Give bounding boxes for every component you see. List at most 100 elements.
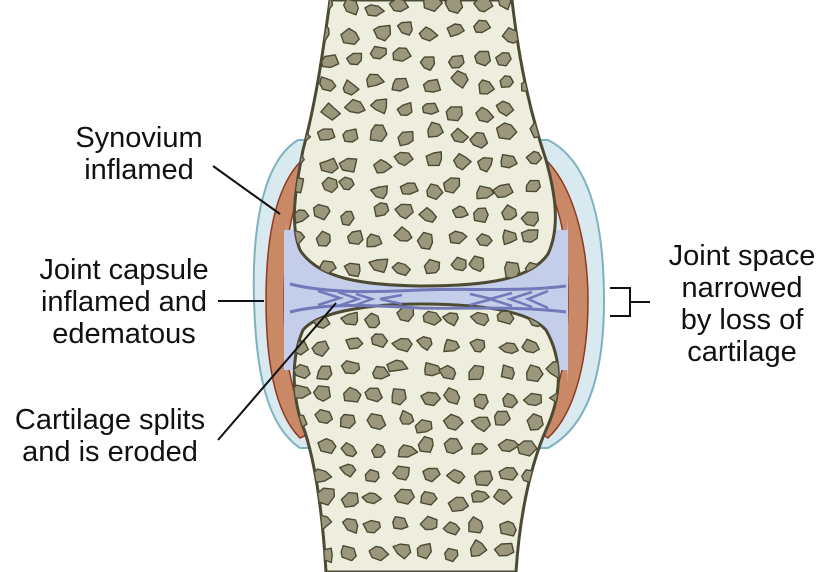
- trabecula: [420, 490, 438, 506]
- trabecula: [516, 548, 538, 562]
- trabecula: [499, 520, 517, 537]
- trabecula: [497, 0, 512, 11]
- trabecula: [544, 548, 559, 564]
- trabecula: [340, 27, 360, 45]
- trabecula: [423, 258, 441, 275]
- bracket-joint-space: [610, 287, 631, 317]
- trabecula: [525, 150, 543, 165]
- trabecula: [294, 50, 310, 68]
- trabecula: [311, 340, 330, 357]
- label-synovium-line1: Synovium: [75, 122, 203, 154]
- trabecula: [320, 54, 340, 69]
- trabecula: [340, 210, 355, 226]
- trabecula: [443, 338, 461, 353]
- trabecula: [520, 78, 540, 93]
- label-joint-space-line1: Joint space: [668, 240, 816, 272]
- trabecula: [448, 230, 468, 245]
- trabecula: [294, 209, 310, 224]
- trabecula: [526, 413, 544, 431]
- trabecula: [524, 0, 539, 10]
- trabecula: [341, 518, 359, 534]
- trabecula: [369, 45, 387, 60]
- trabecula: [361, 492, 383, 505]
- trabecula: [516, 440, 538, 457]
- trabecula: [493, 410, 511, 426]
- trabecula: [319, 76, 337, 92]
- trabecula: [444, 547, 459, 563]
- trabecula: [474, 470, 494, 487]
- trabecula: [501, 204, 518, 221]
- trabecula: [294, 518, 308, 532]
- trabecula: [399, 182, 419, 195]
- trabecula: [394, 203, 414, 220]
- trabecula: [294, 101, 305, 119]
- label-synovium-line2: inflamed: [84, 154, 194, 186]
- trabecula: [391, 77, 410, 92]
- trabecula: [416, 542, 432, 560]
- trabecula: [424, 362, 443, 377]
- cartilage-upper-line: [289, 282, 567, 294]
- trabecula: [371, 443, 386, 459]
- trabecula: [294, 463, 310, 480]
- trabecula: [499, 75, 515, 88]
- trabecula: [315, 0, 334, 11]
- trabecula: [552, 465, 559, 483]
- trabecula: [522, 392, 543, 407]
- trabecula: [392, 543, 412, 560]
- trabecula: [447, 496, 470, 512]
- trabecula: [469, 311, 490, 327]
- trabecula: [522, 20, 542, 38]
- trabecula: [470, 416, 492, 433]
- trabecula: [294, 363, 311, 380]
- trabecula: [545, 520, 559, 537]
- trabecula: [444, 0, 464, 14]
- trabecula: [373, 158, 393, 174]
- trabecula: [315, 230, 331, 247]
- trabecula: [391, 388, 407, 406]
- trabecula: [468, 364, 485, 381]
- label-capsule-line3: edematous: [52, 318, 196, 350]
- trabecula: [500, 153, 518, 169]
- trabecula: [469, 131, 489, 149]
- label-joint-space-line3: by loss of: [680, 304, 804, 336]
- trabecula: [416, 231, 434, 250]
- trabecula: [498, 342, 519, 355]
- trabecula: [442, 177, 461, 194]
- trabecula: [498, 466, 519, 481]
- trabecula: [521, 338, 540, 354]
- trabecula: [420, 391, 441, 407]
- trabecula: [386, 359, 409, 373]
- trabecula: [345, 337, 364, 350]
- trabecula: [502, 392, 519, 409]
- trabecula: [471, 443, 489, 455]
- trabecula: [342, 128, 359, 143]
- trabecula: [373, 202, 390, 218]
- trabecula: [469, 539, 488, 557]
- trabecula: [370, 333, 389, 348]
- trabecula: [418, 26, 439, 42]
- trabecula: [468, 516, 484, 534]
- trabecula: [476, 185, 495, 200]
- trabecula: [314, 409, 334, 424]
- trabecula: [442, 521, 461, 536]
- trabecula: [294, 489, 309, 507]
- trabecula: [426, 183, 444, 201]
- trabecula: [345, 52, 363, 66]
- trabecula: [393, 488, 415, 505]
- trabecula: [526, 364, 544, 383]
- trabecula: [320, 102, 341, 121]
- trabecula: [368, 545, 390, 562]
- label-cartilage: Cartilage splits and is eroded: [2, 404, 218, 468]
- trabecula: [469, 338, 486, 353]
- trabecula: [497, 438, 520, 453]
- trabecula: [312, 385, 331, 402]
- trabecula: [473, 393, 489, 410]
- trabecula: [443, 387, 461, 405]
- trabecula: [453, 152, 472, 171]
- trabecula: [419, 56, 436, 71]
- trabecula: [473, 19, 492, 34]
- trabecula: [500, 364, 515, 380]
- trabecula: [319, 157, 339, 174]
- trabecula: [312, 203, 331, 221]
- trabecula: [370, 98, 388, 115]
